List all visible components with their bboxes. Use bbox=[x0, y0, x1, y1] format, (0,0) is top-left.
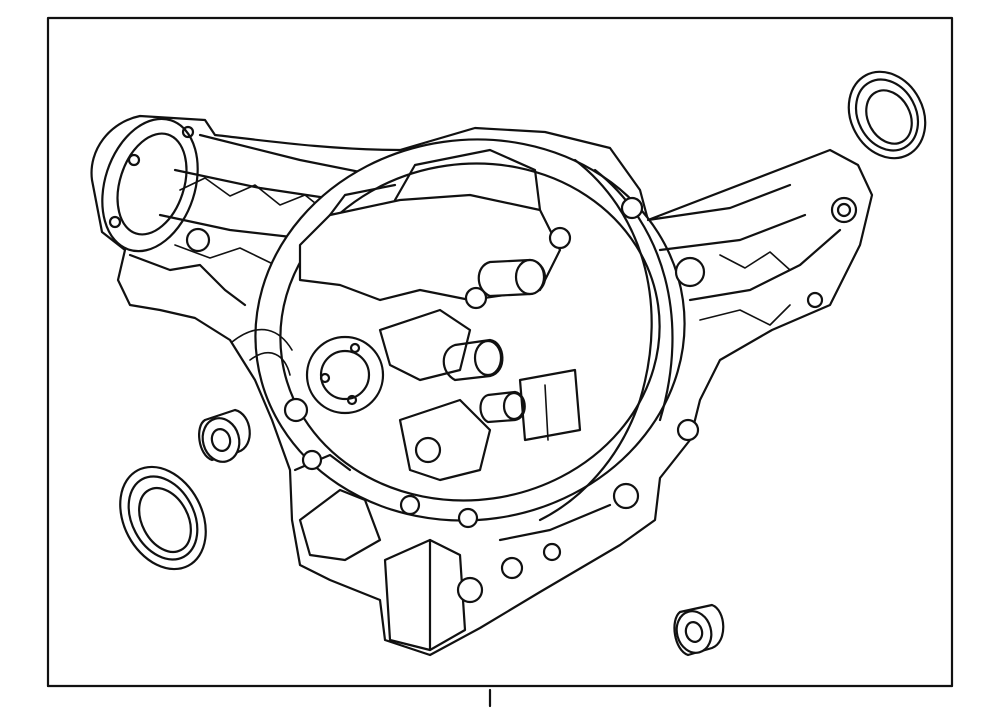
axle-seal-right[interactable] bbox=[834, 58, 940, 171]
axle-seal-left[interactable] bbox=[103, 452, 223, 584]
mount-bushing-lower-right[interactable] bbox=[672, 603, 725, 657]
differential-assembly-housing[interactable] bbox=[86, 106, 874, 657]
mount-bushing-left[interactable] bbox=[198, 408, 251, 466]
diagram-frame bbox=[46, 16, 954, 688]
